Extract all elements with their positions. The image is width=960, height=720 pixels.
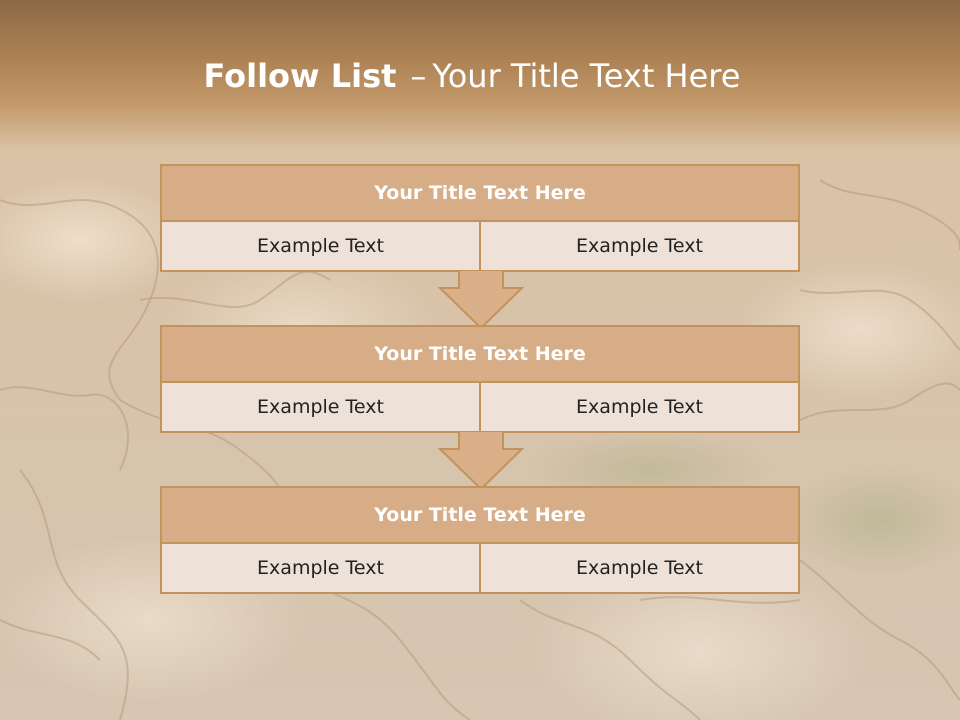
step-box-3: Your Title Text Here Example Text Exampl… [160,486,800,594]
step-cell-right: Example Text [479,544,798,592]
down-arrow-icon [438,431,524,491]
down-arrow-icon [438,270,524,330]
step-title: Your Title Text Here [162,327,798,383]
step-cell-left: Example Text [162,383,479,431]
header-band [0,0,960,150]
step-row: Example Text Example Text [162,544,798,592]
step-cell-right: Example Text [479,383,798,431]
step-row: Example Text Example Text [162,222,798,270]
title-separator: – [410,57,427,95]
step-cell-left: Example Text [162,544,479,592]
step-title: Your Title Text Here [162,166,798,222]
step-box-2: Your Title Text Here Example Text Exampl… [160,325,800,433]
title-rest: Your Title Text Here [432,57,741,95]
step-cell-right: Example Text [479,222,798,270]
step-box-1: Your Title Text Here Example Text Exampl… [160,164,800,272]
step-row: Example Text Example Text [162,383,798,431]
step-title: Your Title Text Here [162,488,798,544]
slide-title: Follow List–Your Title Text Here [0,56,944,96]
step-cell-left: Example Text [162,222,479,270]
title-bold: Follow List [203,57,397,95]
